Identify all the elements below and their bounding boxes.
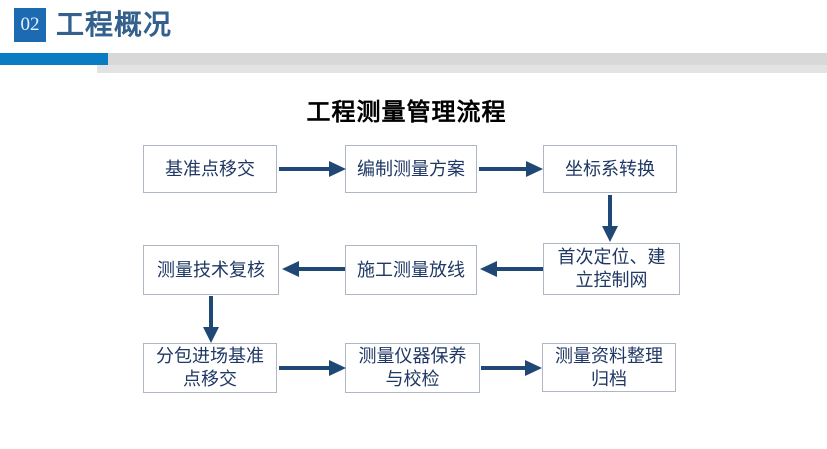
arrow-right-3: [279, 360, 346, 376]
flow-box-initial-positioning[interactable]: 首次定位、建 立控制网: [543, 243, 680, 295]
arrow-down-1: [602, 195, 618, 242]
flow-box-label: 首次定位、建 立控制网: [557, 247, 666, 290]
arrow-down-2: [203, 296, 219, 343]
section-number: 02: [20, 14, 40, 35]
flow-box-label: 测量技术复核: [157, 259, 265, 280]
accent-bar-gray: [108, 53, 827, 65]
flow-box-technical-review[interactable]: 测量技术复核: [143, 245, 279, 295]
slide-title[interactable]: 工程测量管理流程: [306, 100, 507, 126]
section-title[interactable]: 工程概况: [56, 9, 173, 40]
flow-box-instrument-maintenance[interactable]: 测量仪器保养 与校检: [345, 343, 480, 393]
flow-box-data-archiving[interactable]: 测量资料整理 归档: [542, 343, 676, 392]
flow-box-setting-out[interactable]: 施工测量放线: [345, 245, 477, 295]
flow-box-label: 测量仪器保养 与校检: [358, 346, 467, 389]
arrow-right-2: [479, 161, 543, 177]
flow-box-label: 分包进场基准 点移交: [156, 346, 264, 389]
flow-box-coordinate-transform[interactable]: 坐标系转换: [543, 145, 677, 193]
flow-box-label: 编制测量方案: [357, 158, 465, 179]
flow-box-label: 测量资料整理 归档: [555, 345, 663, 389]
flow-box-subcontractor-handover[interactable]: 分包进场基准 点移交: [143, 343, 277, 393]
flow-box-label: 坐标系转换: [565, 158, 655, 179]
arrow-right-4: [481, 360, 542, 376]
accent-bar-light: [97, 65, 827, 73]
flow-box-label: 施工测量放线: [357, 259, 465, 280]
flow-box-label: 基准点移交: [165, 158, 255, 179]
flow-box-benchmark-handover[interactable]: 基准点移交: [143, 145, 277, 193]
arrow-left-2: [282, 261, 345, 277]
flow-box-survey-plan[interactable]: 编制测量方案: [345, 145, 477, 193]
arrow-left-1: [480, 261, 543, 277]
arrow-right-1: [279, 161, 346, 177]
accent-bar-blue: [0, 53, 108, 65]
section-number-badge[interactable]: 02: [14, 8, 46, 42]
